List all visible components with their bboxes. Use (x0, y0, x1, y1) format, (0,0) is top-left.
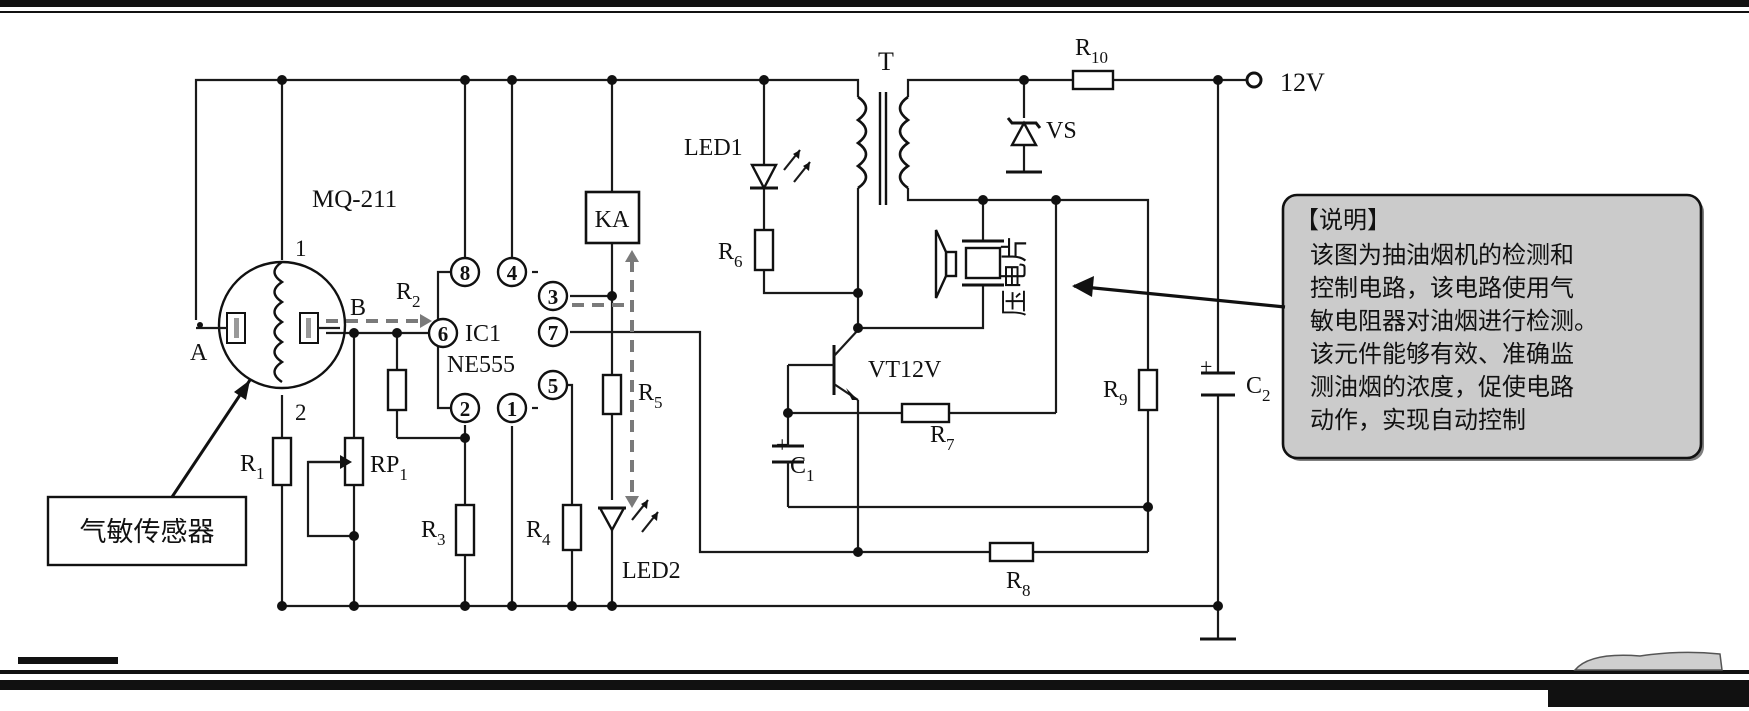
resistors (271, 69, 1159, 563)
sensor-pin1-label: 1 (295, 236, 307, 261)
ic-pin-4: 4 (507, 261, 518, 285)
ic-pin-5: 5 (548, 374, 559, 398)
c1-plus-sign: + (776, 432, 788, 457)
resistor-r9 (1137, 368, 1159, 412)
resistor-r4 (561, 503, 583, 552)
note-title: 【说明】 (1295, 206, 1391, 234)
corner-mark (18, 657, 118, 664)
resistor-r2 (386, 368, 408, 412)
relay-ka: KA (584, 190, 641, 245)
transistor-label: VT12V (868, 357, 942, 383)
c2-label: C2 (1246, 373, 1271, 405)
junctions (277, 75, 1223, 611)
gas-sensor (196, 260, 347, 390)
wires (194, 78, 1240, 641)
resistor-r6 (753, 228, 775, 272)
zener-label: VS (1046, 118, 1077, 144)
resistor-r1 (271, 436, 293, 487)
ic-pin-7: 7 (548, 321, 559, 345)
r7-label: R7 (930, 422, 955, 454)
sensor-callout-label: 气敏传感器 (80, 517, 215, 548)
node-b-label: B (350, 295, 366, 321)
ic-name-label: IC1 (465, 321, 501, 347)
c2-plus-sign: + (1200, 354, 1212, 379)
r1-label: R1 (240, 451, 265, 483)
led1-label: LED1 (684, 135, 743, 161)
led1 (750, 149, 811, 191)
resistor-r10 (1071, 69, 1115, 91)
component-labels: MQ-211 1 2 A B R1 R2 RP1 R3 R4 R5 R6 R7 … (190, 35, 1325, 600)
r4-label: R4 (526, 517, 551, 549)
sensor-pin2-label: 2 (295, 400, 307, 425)
r9-label: R9 (1103, 377, 1128, 409)
bottom-border (0, 680, 1749, 690)
note-line-3: 敏电阻器对油烟进行检测。 (1310, 307, 1598, 335)
ic-pin-6: 6 (438, 322, 449, 346)
rp1-label: RP1 (370, 452, 408, 484)
supply-label: 12V (1280, 68, 1325, 97)
note-line-2: 控制电路，该电路使用气 (1310, 274, 1574, 302)
sensor-callout: 气敏传感器 (46, 379, 252, 567)
transistor-emitter-arrow (846, 388, 858, 400)
r10-label: R10 (1075, 35, 1108, 67)
ic-pin-8: 8 (460, 261, 471, 285)
relay-label: KA (595, 207, 630, 233)
rp1-wiper (308, 455, 352, 469)
signal-arrows-pin3 (572, 250, 639, 508)
resistor-r8 (988, 541, 1035, 563)
led2 (597, 499, 659, 533)
corner-block (1548, 690, 1749, 707)
ic-pin-3: 3 (548, 285, 559, 309)
r2-label: R2 (396, 279, 421, 311)
resistor-r3 (454, 503, 476, 557)
resistor-r5 (601, 373, 623, 416)
top-border-thin (0, 11, 1749, 13)
transformer-t (855, 92, 911, 205)
transformer-label: T (878, 47, 894, 76)
note-line-5: 测油烟的浓度，促使电路 (1310, 373, 1574, 401)
note-line-1: 该图为抽油烟机的检测和 (1310, 241, 1574, 269)
note-line-6: 动作，实现自动控制 (1310, 406, 1526, 434)
capacitor-c1 (772, 438, 804, 470)
top-border (0, 0, 1749, 7)
capacitor-c2 (1201, 371, 1235, 397)
ic-pins (427, 256, 569, 424)
zener-vs (1006, 117, 1042, 147)
r5-label: R5 (638, 380, 663, 412)
r3-label: R3 (421, 517, 446, 549)
supply-terminal (1245, 71, 1263, 89)
ic-part-label: NE555 (447, 352, 515, 378)
note-box: 【说明】 该图为抽油烟机的检测和 控制电路，该电路使用气 敏电阻器对油烟进行检测… (1072, 193, 1704, 461)
bottom-border-thin (0, 670, 1749, 674)
page-curl-decoration (1573, 651, 1723, 671)
piezo-buzzer (934, 229, 1004, 299)
r6-label: R6 (718, 239, 743, 271)
note-line-4: 该元件能够有效、准确监 (1310, 340, 1574, 368)
led2-label: LED2 (622, 558, 681, 584)
ic-pin-2: 2 (460, 397, 471, 421)
resistor-r7 (900, 402, 951, 424)
r8-label: R8 (1006, 568, 1031, 600)
piezo-label: 压电片 (1000, 236, 1031, 317)
c1-label: C1 (790, 453, 815, 485)
signal-arrow-b (326, 314, 432, 328)
node-a-label: A (190, 340, 208, 366)
ic-pin-numbers: 8 4 3 6 7 5 2 1 (438, 261, 559, 421)
sensor-model-label: MQ-211 (312, 186, 397, 213)
ic-pin-1: 1 (507, 397, 518, 421)
